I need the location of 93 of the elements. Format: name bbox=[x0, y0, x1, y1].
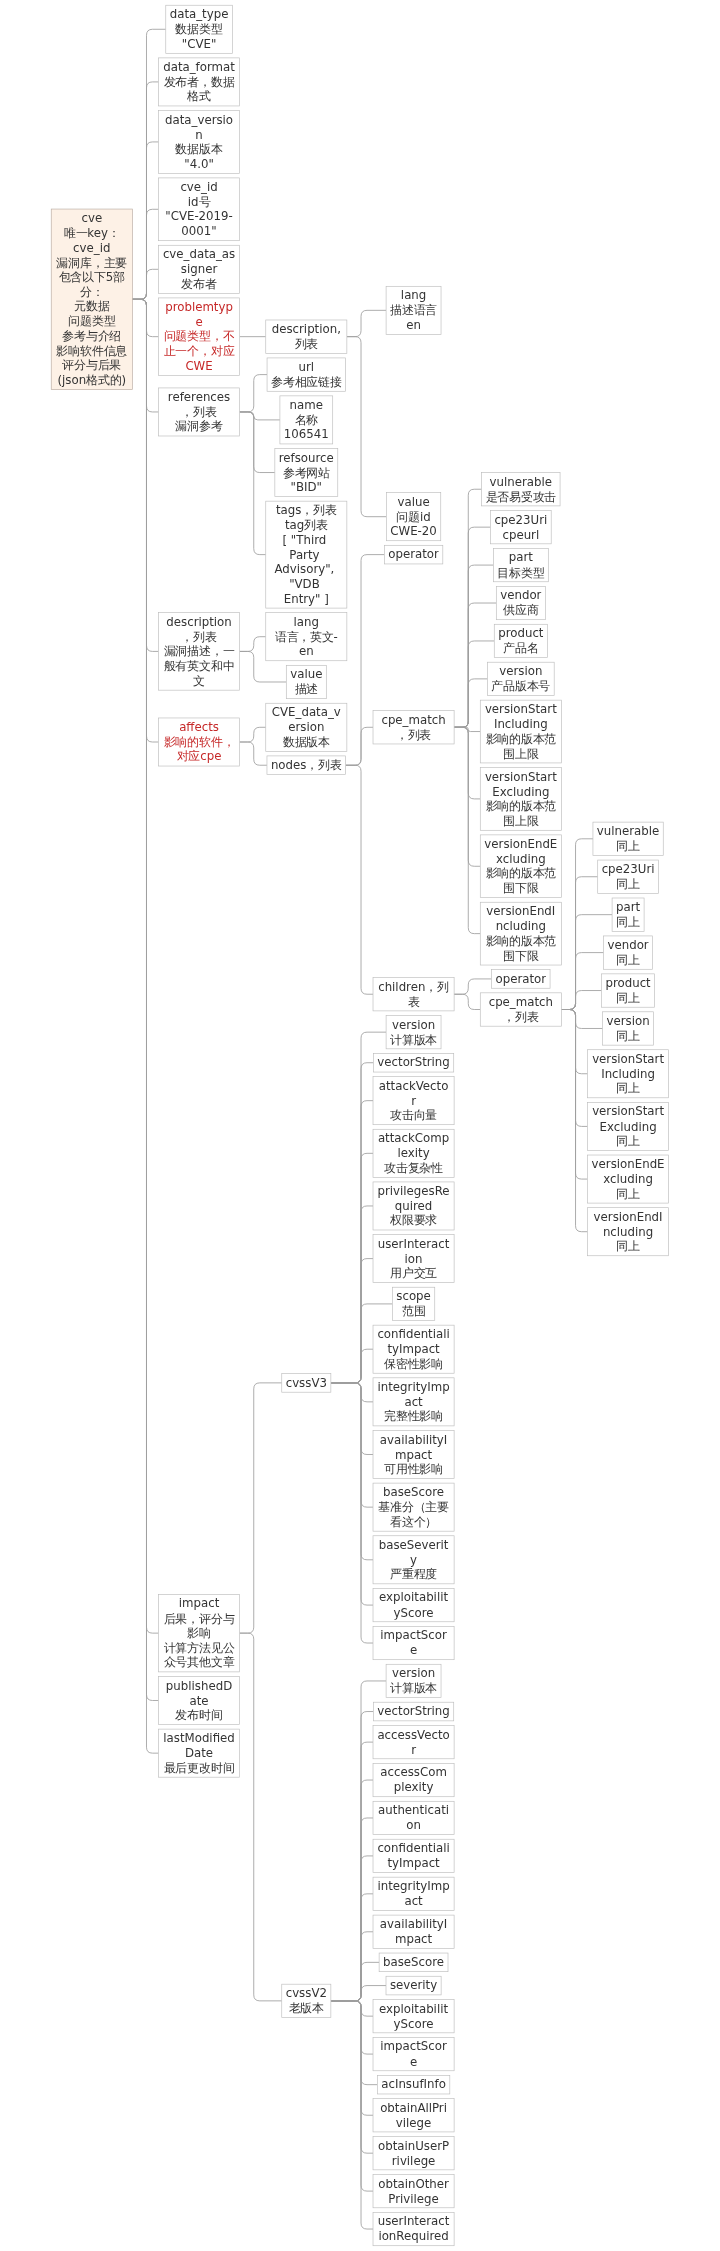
node-box: description，列表 漏洞描述，一般有英文和中文 bbox=[158, 612, 240, 691]
node-box: url 参考相应链接 bbox=[266, 357, 346, 392]
node-box: impactScore bbox=[372, 1626, 455, 1661]
node-box: baseScore bbox=[378, 1952, 449, 1972]
node-box: product 产品名 bbox=[494, 623, 548, 658]
node-box: cve_data_assigner 发布者 bbox=[158, 244, 240, 294]
node-box: data_version 数据版本 "4.0" bbox=[158, 110, 240, 174]
node-box: integrityImpact bbox=[372, 1876, 455, 1911]
node-box: baseSeverity 严重程度 bbox=[372, 1535, 455, 1585]
node-box: severity bbox=[385, 1975, 442, 1996]
node-box: operator bbox=[491, 969, 551, 989]
node-box: exploitabilityScore bbox=[372, 1588, 455, 1623]
node-box: lastModifiedDate 最后更改时间 bbox=[158, 1728, 240, 1778]
node-box: description,列表 bbox=[265, 319, 348, 354]
node-box: impact 后果，评分与影响 计算方法见公众号其他文章 bbox=[158, 1594, 240, 1673]
node-box: cve_id id号 "CVE-2019-0001" bbox=[158, 177, 240, 241]
node-box: references，列表 漏洞参考 bbox=[158, 387, 240, 437]
connector bbox=[346, 336, 387, 518]
connector bbox=[239, 651, 287, 683]
node-box: tags，列表 tag列表 [ "Third Party Advisory", "VDB Entry" ] bbox=[265, 500, 348, 609]
node-box: userInteraction 用户交互 bbox=[372, 1234, 455, 1283]
node-box: cpe_match，列表 bbox=[480, 992, 562, 1027]
node-box: vendor 同上 bbox=[603, 935, 653, 970]
node-box: problemtype 问题类型，不止一个，对应CWE bbox=[158, 297, 240, 376]
node-box: obtainAllPrivilege bbox=[372, 2098, 455, 2133]
node-box: version 计算版本 bbox=[385, 1663, 442, 1698]
node-box: accessComplexity bbox=[372, 1763, 455, 1798]
node-box: cve 唯一key：cve_id 漏洞库，主要包含以下5部分： 元数据 问题类型 参考与介绍 影响软件信息 评分与后果 (json格式的) bbox=[50, 208, 133, 390]
node-box: authentication bbox=[372, 1800, 455, 1835]
connector bbox=[561, 1009, 589, 1233]
node-box: refsource 参考网站 "BID" bbox=[274, 448, 339, 497]
node-box: availabilityImpact 可用性影响 bbox=[372, 1430, 455, 1479]
node-box: name 名称 106541 bbox=[279, 395, 334, 445]
node-box: versionStartExcluding 影响的版本范围上限 bbox=[480, 767, 562, 831]
node-box: CVE_data_version 数据版本 bbox=[265, 702, 348, 752]
node-box: obtainUserPrivilege bbox=[372, 2136, 455, 2171]
node-box: cpe_match，列表 bbox=[372, 710, 455, 745]
node-box: children，列表 bbox=[372, 977, 455, 1012]
node-box: accessVector bbox=[372, 1725, 455, 1760]
node-box: cvssV3 bbox=[281, 1373, 332, 1393]
node-box: versionStartIncluding 影响的版本范围上限 bbox=[480, 699, 562, 764]
node-box: version 计算版本 bbox=[385, 1015, 442, 1050]
node-box: versionStartExcluding 同上 bbox=[587, 1102, 670, 1151]
node-box: cpe23Uri 同上 bbox=[597, 859, 659, 894]
node-box: integrityImpact 完整性影响 bbox=[372, 1377, 455, 1427]
node-box: part 同上 bbox=[611, 897, 645, 932]
connector bbox=[239, 411, 267, 556]
connector bbox=[239, 1632, 283, 2002]
node-box: vendor 供应商 bbox=[496, 586, 546, 621]
connector bbox=[345, 764, 374, 995]
node-box: vulnerable 是否易受攻击 bbox=[481, 472, 561, 507]
node-box: publishedDate 发布时间 bbox=[158, 1676, 240, 1725]
node-box: scope 范围 bbox=[392, 1286, 436, 1321]
node-box: baseScore 基准分（主要看这个） bbox=[372, 1482, 455, 1532]
node-box: value 问题id CWE-20 bbox=[386, 492, 442, 542]
node-box: obtainOtherPrivilege bbox=[372, 2174, 455, 2209]
node-box: versionEndExcluding 影响的版本范围下限 bbox=[480, 834, 562, 898]
node-box: impactScore bbox=[372, 2037, 455, 2072]
node-box: privilegesRequired 权限要求 bbox=[372, 1181, 455, 1231]
node-box: confidentialityImpact bbox=[372, 1838, 455, 1873]
node-box: data_type 数据类型 "CVE" bbox=[165, 4, 233, 54]
node-box: vulnerable 同上 bbox=[592, 821, 664, 856]
node-box: userInteractionRequired bbox=[372, 2212, 455, 2247]
node-box: versionEndIncluding 同上 bbox=[587, 1207, 670, 1257]
node-box: cvssV2 老版本 bbox=[281, 1983, 332, 2018]
node-box: confidentialityImpact 保密性影响 bbox=[372, 1324, 455, 1374]
node-box: exploitabilityScore bbox=[372, 1999, 455, 2034]
node-box: versionStartIncluding 同上 bbox=[587, 1049, 670, 1099]
node-box: attackVector 攻击向量 bbox=[372, 1076, 455, 1126]
connector bbox=[239, 741, 268, 766]
node-box: value 描述 bbox=[286, 665, 327, 699]
connector bbox=[330, 2000, 374, 2230]
node-box: lang 语言，英文-en bbox=[265, 612, 348, 662]
node-box: lang 描述语言 en bbox=[385, 285, 442, 335]
node-box: operator bbox=[384, 544, 444, 565]
node-box: version 产品版本号 bbox=[487, 661, 555, 696]
node-box: attackComplexity 攻击复杂性 bbox=[372, 1128, 455, 1178]
connector bbox=[453, 726, 481, 935]
node-box: versionEndExcluding 同上 bbox=[587, 1154, 670, 1204]
node-box: cpe23Uri cpeurl bbox=[490, 510, 552, 545]
node-box: vectorString bbox=[373, 1701, 455, 1722]
node-box: versionEndIncluding 影响的版本范围下限 bbox=[480, 901, 562, 966]
node-box: nodes，列表 bbox=[266, 755, 347, 775]
node-box: part 目标类型 bbox=[493, 548, 549, 583]
node-box: vectorString bbox=[373, 1053, 455, 1073]
connector bbox=[239, 336, 267, 338]
node-box: affects 影响的软件，对应cpe bbox=[158, 717, 240, 767]
node-box: availabilityImpact bbox=[372, 1914, 455, 1949]
node-box: product 同上 bbox=[601, 973, 656, 1008]
connector bbox=[453, 993, 481, 1010]
node-box: data_format 发布者，数据格式 bbox=[158, 57, 240, 107]
node-box: acInsufInfo bbox=[377, 2075, 451, 2095]
node-box: version 同上 bbox=[602, 1011, 654, 1046]
